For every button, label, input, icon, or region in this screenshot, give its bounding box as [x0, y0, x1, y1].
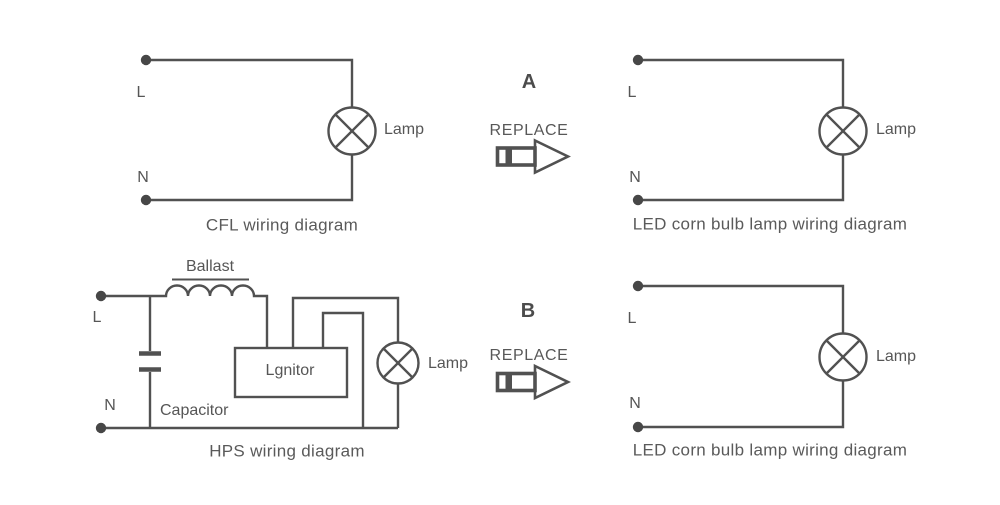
- wire: [638, 284, 845, 334]
- wire: [146, 154, 354, 202]
- led-top-neutral-label: N: [629, 169, 641, 186]
- cfl-neutral-label: N: [137, 169, 149, 186]
- hps-capacitor-label: Capacitor: [160, 402, 229, 419]
- led-top-caption: LED corn bulb lamp wiring diagram: [632, 214, 908, 234]
- step-b-label: B: [520, 300, 536, 322]
- wire: [638, 380, 845, 429]
- cfl-caption: CFL wiring diagram: [205, 215, 359, 235]
- terminal-dot: [632, 280, 644, 292]
- lamp-icon: [818, 332, 868, 382]
- replace-arrow-icon: [495, 363, 571, 401]
- lamp-icon: [327, 106, 377, 156]
- ignitor-box: [233, 346, 349, 399]
- capacitor-icon: [139, 296, 161, 428]
- wire: [146, 58, 354, 108]
- hps-lamp-label: Lamp: [428, 355, 469, 372]
- hps-ballast-label: Ballast: [185, 258, 235, 275]
- terminal-dot: [632, 54, 644, 66]
- led-bottom-neutral-label: N: [629, 395, 641, 412]
- wire: [321, 311, 365, 428]
- led-bottom-line-label: L: [627, 310, 637, 327]
- hps-circuit: [95, 278, 420, 434]
- terminal-dot: [140, 194, 152, 206]
- terminal-dot: [632, 194, 644, 206]
- cfl-lamp-label: Lamp: [384, 121, 425, 138]
- terminal-dot: [140, 54, 152, 66]
- hps-ignitor-label: Lgnitor: [265, 362, 315, 379]
- step-a-label: A: [521, 71, 537, 93]
- terminal-dot: [95, 290, 107, 302]
- terminal-dot: [632, 421, 644, 433]
- led-bottom-caption: LED corn bulb lamp wiring diagram: [632, 440, 908, 460]
- hps-line-label: L: [92, 309, 102, 326]
- cfl-circuit: [140, 54, 377, 206]
- cfl-line-label: L: [136, 84, 146, 101]
- hps-neutral-label: N: [104, 397, 116, 414]
- led-top-line-label: L: [627, 84, 637, 101]
- step-a-replace-label: REPLACE: [489, 122, 569, 139]
- led-bottom-lamp-label: Lamp: [876, 348, 917, 365]
- wire: [291, 296, 400, 348]
- lamp-icon: [818, 106, 868, 156]
- terminal-dot: [95, 422, 107, 434]
- wire: [638, 58, 845, 108]
- step-b-replace-label: REPLACE: [489, 347, 569, 364]
- led-top-lamp-label: Lamp: [876, 121, 917, 138]
- replace-arrow-icon: [495, 138, 571, 175]
- led-bottom-circuit: [632, 280, 868, 433]
- led-top-circuit: [632, 54, 868, 206]
- lamp-icon: [376, 341, 420, 385]
- wire-with-inductor: [101, 284, 269, 348]
- hps-caption: HPS wiring diagram: [209, 441, 365, 461]
- wire: [638, 154, 845, 202]
